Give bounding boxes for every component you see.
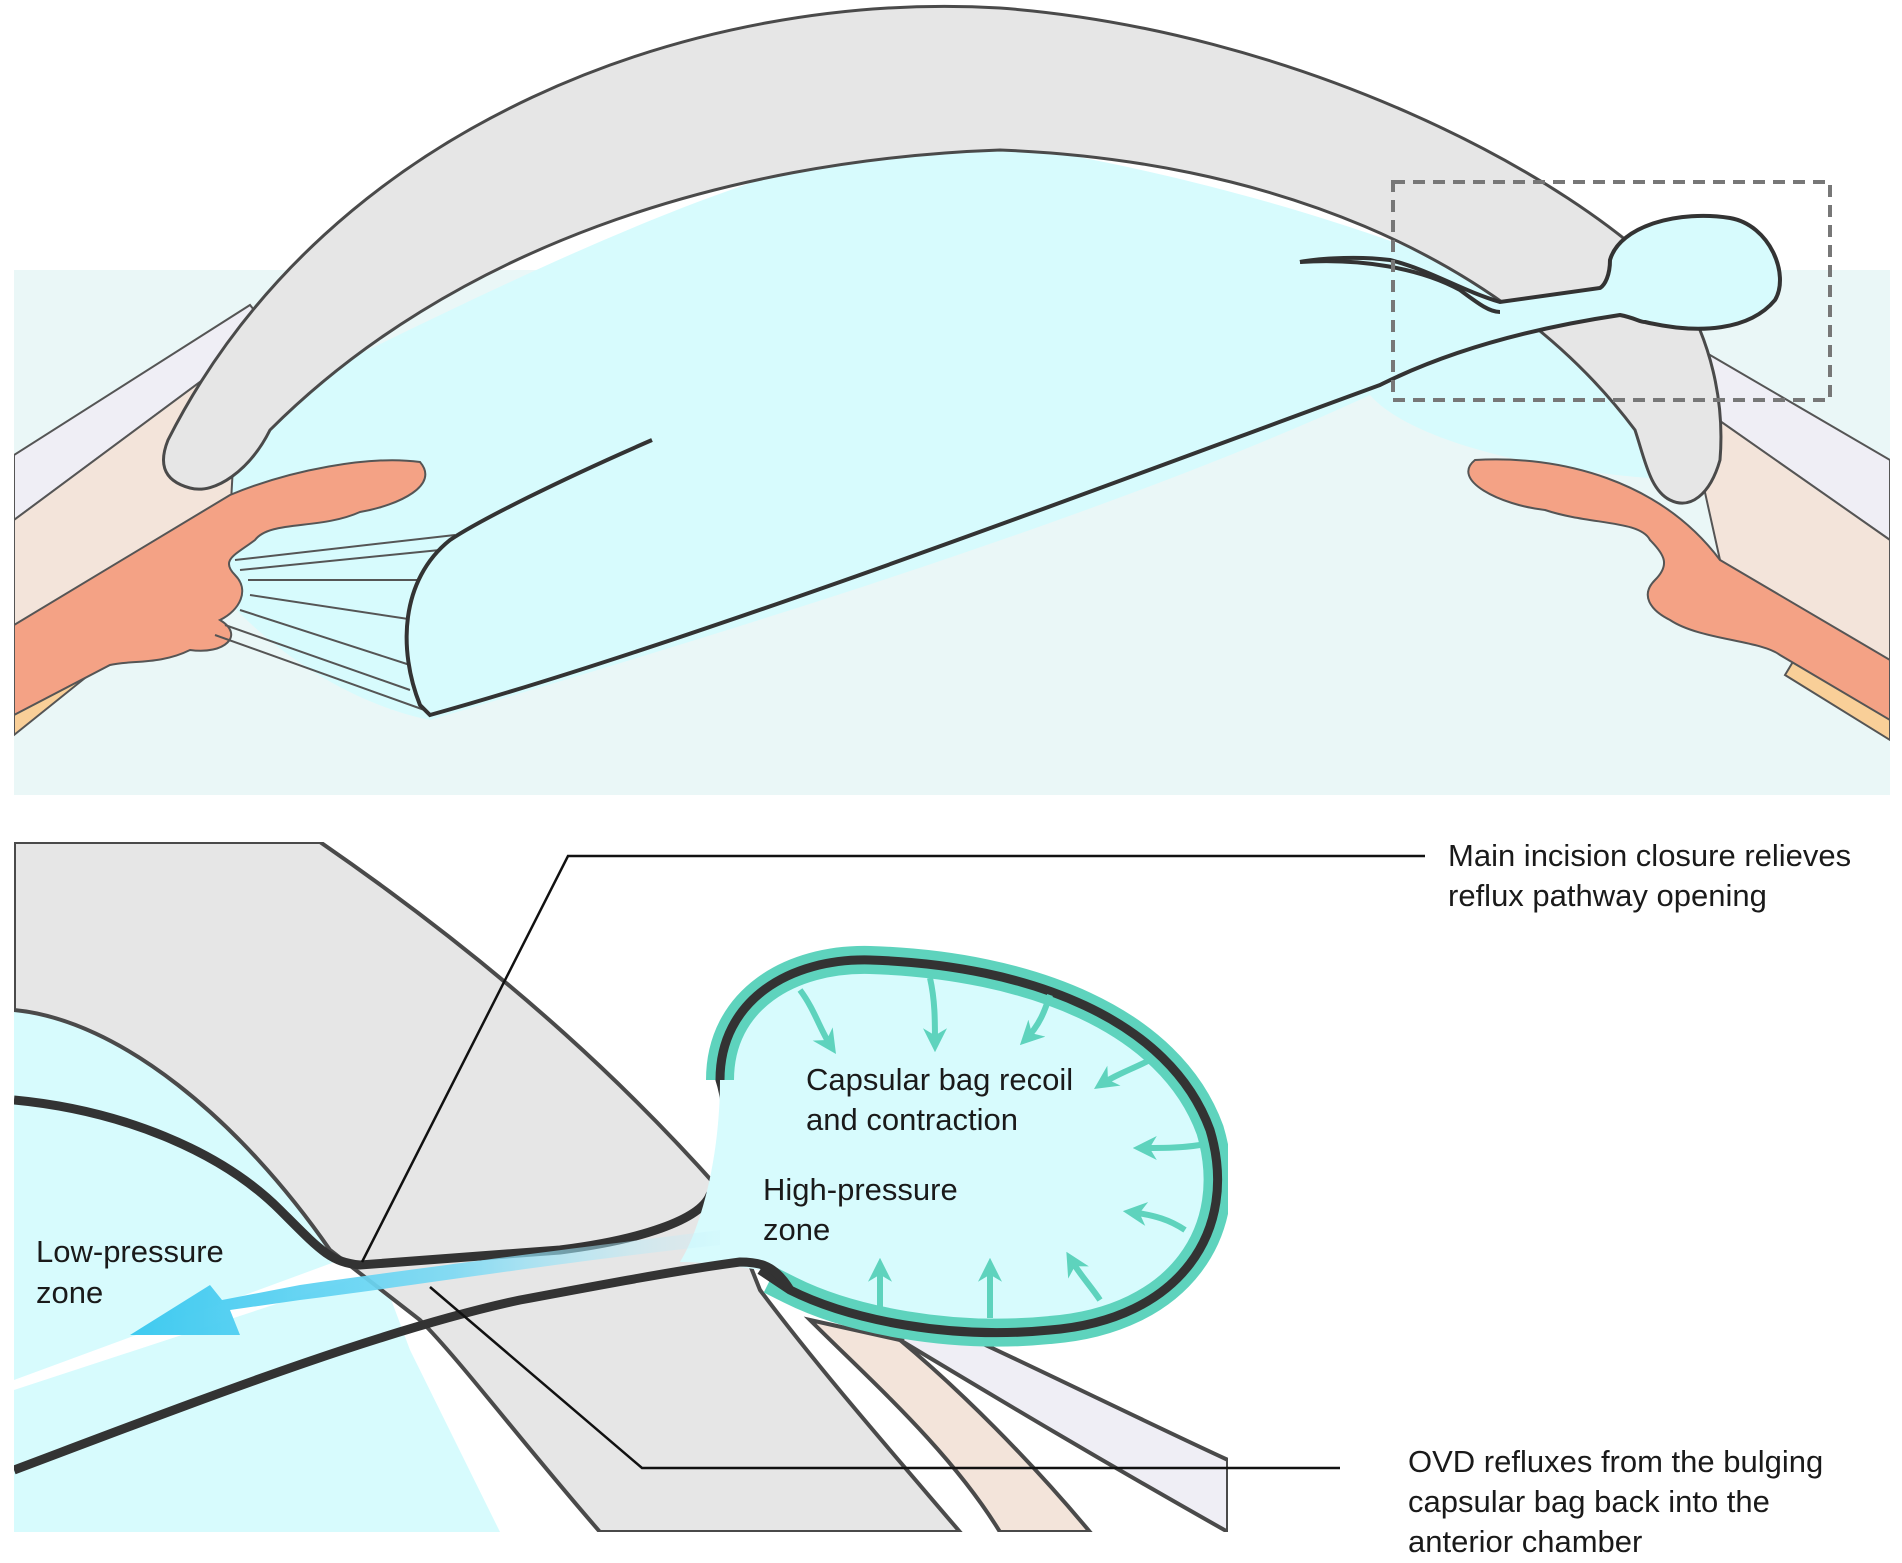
leader-main-incision — [360, 854, 1425, 1263]
recoil-arrow — [1066, 1251, 1103, 1302]
recoil-arrow — [1094, 1057, 1152, 1089]
overview-panel — [14, 0, 1890, 795]
recoil-arrow — [1122, 1202, 1187, 1233]
detail-bag-outline — [715, 955, 1223, 1338]
leader-ovd-reflux — [429, 1286, 1340, 1470]
leader-lines — [360, 854, 1425, 1470]
zonules — [214, 534, 456, 713]
capsular-bag — [404, 213, 1782, 718]
right-iris — [1467, 458, 1890, 722]
recoil-arrows — [797, 977, 1201, 1318]
ovd-flow-arrow — [130, 1230, 720, 1335]
recoil-arrow — [1019, 994, 1053, 1046]
recoil-arrow — [1132, 1135, 1201, 1160]
recoil-arrow — [797, 988, 836, 1054]
detail-conjunctiva — [896, 1317, 1228, 1532]
cornea — [161, 4, 1723, 505]
detail-capsule-floor — [14, 1257, 794, 1475]
label-main-incision: Main incision closure relieves reflux pa… — [1448, 838, 1860, 913]
anterior-capsule-flap — [1299, 259, 1501, 314]
label-high-pressure: High-pressure zone — [763, 1172, 966, 1247]
inset-box — [1391, 180, 1832, 402]
detail-panel — [14, 842, 1228, 1532]
label-bag-recoil: Capsular bag recoil and contraction — [806, 1062, 1082, 1137]
recoil-arrow — [922, 977, 947, 1053]
left-iris — [14, 459, 427, 717]
detail-anterior-chamber — [14, 980, 340, 1380]
label-low-pressure: Low-pressure zone — [36, 1234, 232, 1310]
detail-sclera — [803, 1316, 1093, 1532]
detail-cornea — [14, 842, 963, 1532]
label-ovd-reflux: OVD refluxes from the bulging capsular b… — [1408, 1444, 1832, 1559]
